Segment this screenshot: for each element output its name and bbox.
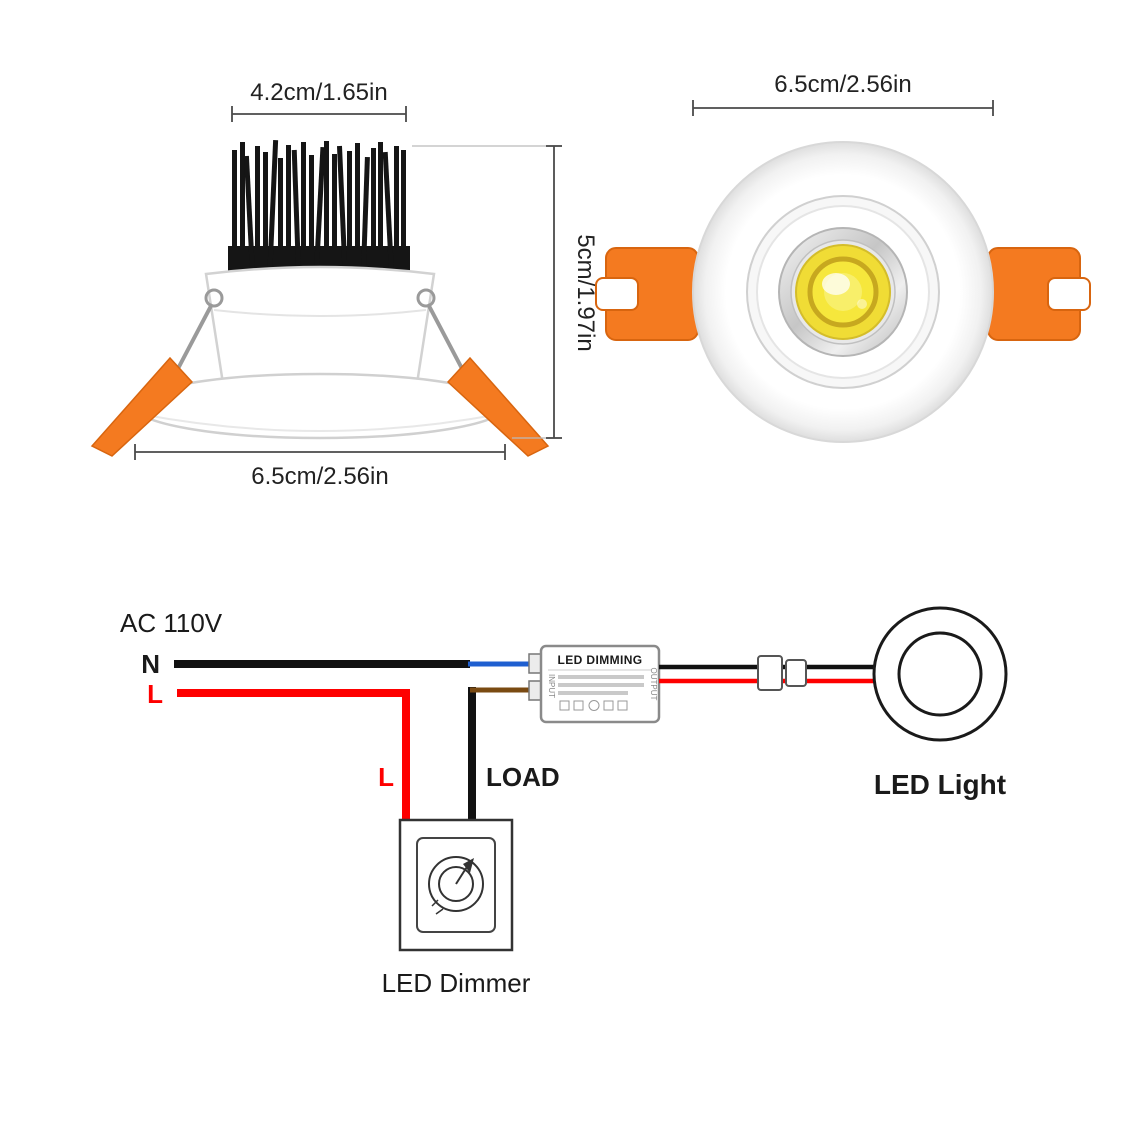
dimension-diameter bbox=[692, 100, 994, 116]
lamp-body-seam bbox=[213, 309, 427, 317]
neutral-label: N bbox=[141, 649, 160, 679]
dimension-height bbox=[412, 145, 562, 439]
wiring-diagram: AC 110V N L L LOAD LED DIMMING bbox=[120, 606, 1008, 998]
dimension-flange-width bbox=[134, 444, 506, 460]
top-view: 6.5cm/2.56in bbox=[595, 71, 1091, 443]
cob-led-icon bbox=[778, 227, 908, 357]
heatsink-fins-icon bbox=[228, 139, 410, 281]
dimension-height-label: 5cm/1.97in bbox=[572, 234, 599, 351]
live-label: L bbox=[147, 679, 163, 709]
lamp-body bbox=[204, 265, 436, 392]
side-view: 4.2cm/1.65in 5cm/1.97in 6.5cm/2.56in bbox=[90, 79, 599, 490]
driver-title: LED DIMMING bbox=[557, 653, 642, 667]
dimmer-dial-icon bbox=[428, 856, 484, 915]
driver-input-label: INPUT bbox=[547, 674, 556, 698]
led-light-symbol bbox=[872, 606, 1008, 742]
led-dimmer-box bbox=[398, 818, 514, 952]
driver-spec-lines bbox=[558, 675, 644, 695]
dimension-top-width bbox=[231, 106, 407, 122]
spring-clip-left-icon bbox=[90, 356, 194, 457]
dimension-diameter-label: 6.5cm/2.56in bbox=[774, 71, 911, 98]
spring-clip-right-icon bbox=[446, 356, 550, 457]
mounting-clip-left-icon bbox=[595, 247, 699, 341]
wire-connector-icon bbox=[757, 655, 807, 691]
mounting-clip-right-icon bbox=[987, 247, 1091, 341]
ac-supply-label: AC 110V bbox=[120, 608, 223, 638]
led-light-label: LED Light bbox=[874, 769, 1006, 800]
dimension-flange-width-label: 6.5cm/2.56in bbox=[251, 463, 388, 490]
driver-certification-icons bbox=[559, 700, 628, 711]
led-dimmer-label: LED Dimmer bbox=[382, 968, 531, 998]
load-label: LOAD bbox=[486, 762, 560, 792]
driver-output-label: OUTPUT bbox=[649, 668, 658, 701]
led-driver-box: LED DIMMING INPUT OUTPUT bbox=[528, 644, 661, 724]
dimension-top-width-label: 4.2cm/1.65in bbox=[250, 79, 387, 106]
trim-flange-shading bbox=[139, 413, 501, 432]
live-branch-label: L bbox=[378, 762, 394, 792]
